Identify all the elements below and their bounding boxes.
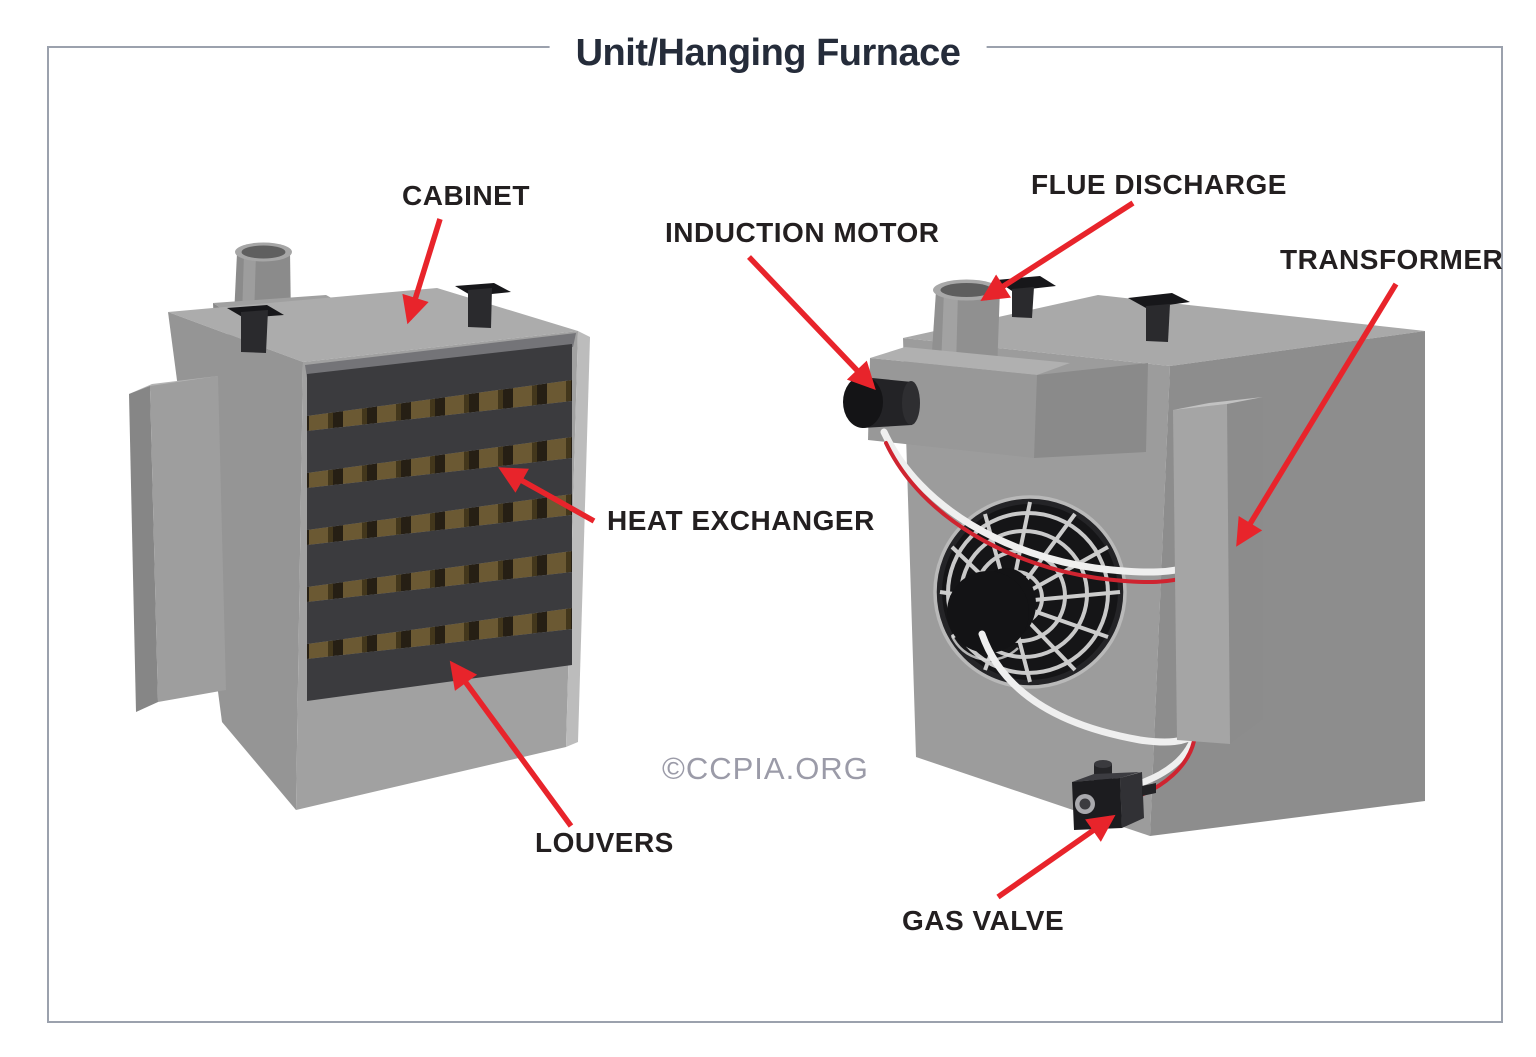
mounting-bracket-top	[1128, 293, 1190, 342]
label-cabinet: CABINET	[402, 180, 530, 211]
label-transformer: TRANSFORMER	[1280, 244, 1504, 275]
side-junction-box	[129, 376, 226, 712]
louver-slat	[307, 344, 572, 416]
arrow-louvers	[449, 660, 574, 828]
label-gas-valve: GAS VALVE	[902, 905, 1065, 936]
louver-slat	[307, 572, 572, 644]
louver-slat	[307, 515, 572, 587]
arrow-cabinet	[402, 218, 443, 325]
fan-guard	[933, 495, 1127, 689]
induction-motor-part	[843, 376, 920, 428]
label-heat-exchanger: HEAT EXCHANGER	[607, 505, 875, 536]
louver-slat	[307, 629, 572, 701]
page-title: Unit/Hanging Furnace	[549, 30, 987, 76]
label-induction-motor: INDUCTION MOTOR	[665, 217, 940, 248]
louver-slats	[307, 344, 572, 701]
label-flue-discharge: FLUE DISCHARGE	[1031, 169, 1287, 200]
arrow-heat-exchanger	[498, 467, 596, 524]
watermark: ©CCPIA.ORG	[662, 751, 869, 786]
mounting-bracket-left	[227, 305, 284, 353]
callout-arrows	[402, 200, 1399, 900]
right-furnace	[843, 276, 1425, 836]
right-flue-pipe	[931, 279, 1000, 372]
mounting-bracket-right	[455, 283, 511, 328]
arrow-gas-valve	[996, 814, 1116, 900]
louver-slat	[307, 401, 572, 473]
arrow-flue-discharge	[980, 200, 1135, 301]
label-louvers: LOUVERS	[535, 827, 674, 858]
fan-hub	[947, 571, 1029, 653]
heat-exchanger-tubes	[307, 380, 572, 659]
arrow-transformer	[1236, 282, 1399, 547]
gas-valve-part	[1072, 760, 1156, 830]
arrow-induction-motor	[747, 255, 876, 390]
transformer-part	[1173, 397, 1263, 744]
left-furnace	[129, 242, 590, 810]
